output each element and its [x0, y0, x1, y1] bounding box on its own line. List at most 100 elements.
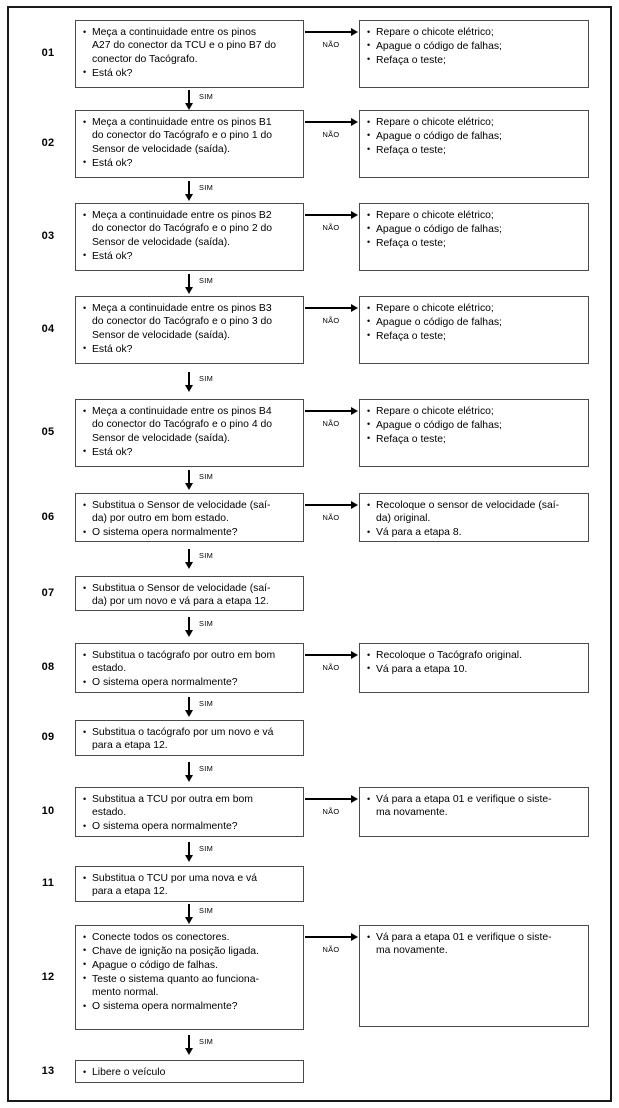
step-04-no-outcome-box[interactable]: Repare o chicote elétrico;Apague o códig… [359, 296, 589, 364]
step-08-yes-label: SIM [199, 698, 214, 708]
step-08-no-outcome-bullet-list: Recoloque o Tacógrafo original.Vá para a… [367, 648, 581, 676]
step-03-action-box[interactable]: Meça a continuidade entre os pinos B2 do… [75, 203, 304, 271]
step-05-no-label: NÃO [322, 419, 340, 428]
step-13-action-bullet-item: Libere o veículo [83, 1065, 296, 1079]
step-04-no-outcome-bullet-item: Refaça o teste; [367, 329, 581, 343]
step-02-action-bullet-list: Meça a continuidade entre os pinos B1 do… [83, 115, 296, 170]
arrow-head [184, 917, 193, 924]
step-11-action-box[interactable]: Substitua o TCU por uma nova e vá para a… [75, 866, 304, 902]
step-01-no-outcome-bullet-item: Refaça o teste; [367, 53, 581, 67]
step-03-no-outcome-box[interactable]: Repare o chicote elétrico;Apague o códig… [359, 203, 589, 271]
step-03-action-bullet-item: Meça a continuidade entre os pinos B2 do… [83, 208, 296, 249]
step-12-action-bullet-item: Chave de ignição na posição ligada. [83, 944, 296, 958]
step-02-no-label: NÃO [322, 130, 340, 139]
step-05-yes-label: SIM [199, 472, 214, 481]
step-08-yes-arrow [184, 696, 193, 717]
arrow-shaft [188, 761, 191, 776]
arrow-head [184, 630, 193, 637]
step-number-05: 05 [41, 426, 55, 438]
step-06-yes-arrow [184, 549, 193, 569]
arrow-shaft [305, 504, 352, 507]
step-06-action-box[interactable]: Substitua o Sensor de velocidade (saí- d… [75, 493, 304, 542]
step-13-action-box[interactable]: Libere o veículo [75, 1060, 304, 1083]
step-09-yes-arrow [184, 761, 193, 782]
step-07-action-bullet-list: Substitua o Sensor de velocidade (saí- d… [83, 582, 296, 609]
arrow-shaft [188, 841, 191, 856]
arrow-head [351, 500, 358, 509]
step-05-no-outcome-box[interactable]: Repare o chicote elétrico;Apague o códig… [359, 399, 589, 467]
step-12-no-label: NÃO [322, 945, 340, 954]
step-12-action-bullet-item: Conecte todos os conectores. [83, 930, 296, 944]
arrow-head [351, 27, 358, 36]
arrow-shaft [305, 31, 352, 34]
arrow-shaft [305, 798, 352, 801]
step-01-no-arrow [305, 27, 359, 36]
step-01-no-outcome-box[interactable]: Repare o chicote elétrico;Apague o códig… [359, 20, 589, 88]
step-12-action-box[interactable]: Conecte todos os conectores.Chave de ign… [75, 925, 304, 1030]
step-05-no-arrow [305, 406, 359, 415]
step-08-no-outcome-box[interactable]: Recoloque o Tacógrafo original.Vá para a… [359, 643, 589, 693]
step-01-no-outcome-bullet-list: Repare o chicote elétrico;Apague o códig… [367, 25, 581, 67]
arrow-shaft [188, 904, 191, 918]
step-10-action-box[interactable]: Substitua a TCU por outra em bom estado.… [75, 787, 304, 837]
step-04-yes-arrow [184, 371, 193, 392]
step-01-action-box[interactable]: Meça a continuidade entre os pinos A27 d… [75, 20, 304, 88]
step-06-no-arrow [305, 500, 359, 509]
step-06-no-outcome-box[interactable]: Recoloque o sensor de velocidade (saí- d… [359, 493, 589, 542]
step-08-action-bullet-item: O sistema opera normalmente? [83, 676, 296, 690]
step-10-no-outcome-box[interactable]: Vá para a etapa 01 e verifique o siste- … [359, 787, 589, 837]
arrow-shaft [188, 1035, 191, 1049]
step-10-no-label: NÃO [322, 807, 340, 816]
step-12-action-bullet-list: Conecte todos os conectores.Chave de ign… [83, 930, 296, 1013]
step-12-no-outcome-box[interactable]: Vá para a etapa 01 e verifique o siste- … [359, 925, 589, 1027]
step-01-no-outcome-bullet-item: Apague o código de falhas; [367, 39, 581, 53]
arrow-head [351, 210, 358, 219]
arrow-shaft [188, 617, 191, 631]
step-number-09: 09 [41, 731, 55, 743]
arrow-head [184, 483, 193, 490]
step-05-action-bullet-list: Meça a continuidade entre os pinos B4 do… [83, 404, 296, 459]
step-04-action-bullet-item: Meça a continuidade entre os pinos B3 do… [83, 301, 296, 342]
step-05-no-outcome-bullet-item: Refaça o teste; [367, 432, 581, 446]
step-06-no-label: NÃO [322, 513, 340, 522]
step-number-10: 10 [41, 805, 55, 817]
step-08-no-outcome-bullet-item: Vá para a etapa 10. [367, 662, 581, 676]
step-09-action-box[interactable]: Substitua o tacógrafo por um novo e vá p… [75, 720, 304, 756]
step-number-13: 13 [41, 1064, 55, 1077]
arrow-head [184, 562, 193, 569]
step-03-action-bullet-item: Está ok? [83, 249, 296, 263]
arrow-head [184, 193, 193, 201]
step-03-no-arrow [305, 210, 359, 219]
step-06-no-outcome-bullet-list: Recoloque o sensor de velocidade (saí- d… [367, 499, 581, 540]
step-number-04: 04 [41, 323, 55, 335]
step-02-action-box[interactable]: Meça a continuidade entre os pinos B1 do… [75, 110, 304, 178]
step-07-yes-label: SIM [199, 619, 214, 628]
step-04-action-box[interactable]: Meça a continuidade entre os pinos B3 do… [75, 296, 304, 364]
step-02-no-outcome-box[interactable]: Repare o chicote elétrico;Apague o códig… [359, 110, 589, 178]
step-06-yes-label: SIM [199, 551, 214, 560]
step-04-no-outcome-bullet-item: Repare o chicote elétrico; [367, 301, 581, 315]
step-11-action-bullet-list: Substitua o TCU por uma nova e vá para a… [83, 872, 296, 899]
step-11-yes-arrow [184, 904, 193, 924]
step-12-no-outcome-bullet-item: Vá para a etapa 01 e verifique o siste- … [367, 931, 581, 958]
step-number-01: 01 [41, 47, 55, 59]
step-07-action-box[interactable]: Substitua o Sensor de velocidade (saí- d… [75, 576, 304, 611]
step-02-no-outcome-bullet-list: Repare o chicote elétrico;Apague o códig… [367, 115, 581, 157]
step-05-action-box[interactable]: Meça a continuidade entre os pinos B4 do… [75, 399, 304, 467]
step-02-no-outcome-bullet-item: Repare o chicote elétrico; [367, 115, 581, 129]
step-05-action-bullet-item: Meça a continuidade entre os pinos B4 do… [83, 404, 296, 445]
step-01-action-bullet-item: Meça a continuidade entre os pinos A27 d… [83, 25, 296, 66]
step-10-no-outcome-bullet-list: Vá para a etapa 01 e verifique o siste- … [367, 793, 581, 820]
arrow-shaft [188, 470, 191, 484]
step-02-action-bullet-item: Está ok? [83, 156, 296, 170]
arrow-shaft [305, 121, 352, 124]
arrow-head [351, 932, 358, 941]
step-06-action-bullet-item: Substitua o Sensor de velocidade (saí- d… [83, 499, 296, 526]
step-08-action-box[interactable]: Substitua o tacógrafo por outro em bom e… [75, 643, 304, 693]
step-01-yes-arrow [184, 90, 193, 110]
step-06-no-outcome-bullet-item: Vá para a etapa 8. [367, 526, 581, 540]
step-number-03: 03 [41, 230, 55, 242]
step-02-no-outcome-bullet-item: Apague o código de falhas; [367, 129, 581, 143]
step-06-action-bullet-item: O sistema opera normalmente? [83, 526, 296, 540]
step-10-no-outcome-bullet-item: Vá para a etapa 01 e verifique o siste- … [367, 793, 581, 820]
